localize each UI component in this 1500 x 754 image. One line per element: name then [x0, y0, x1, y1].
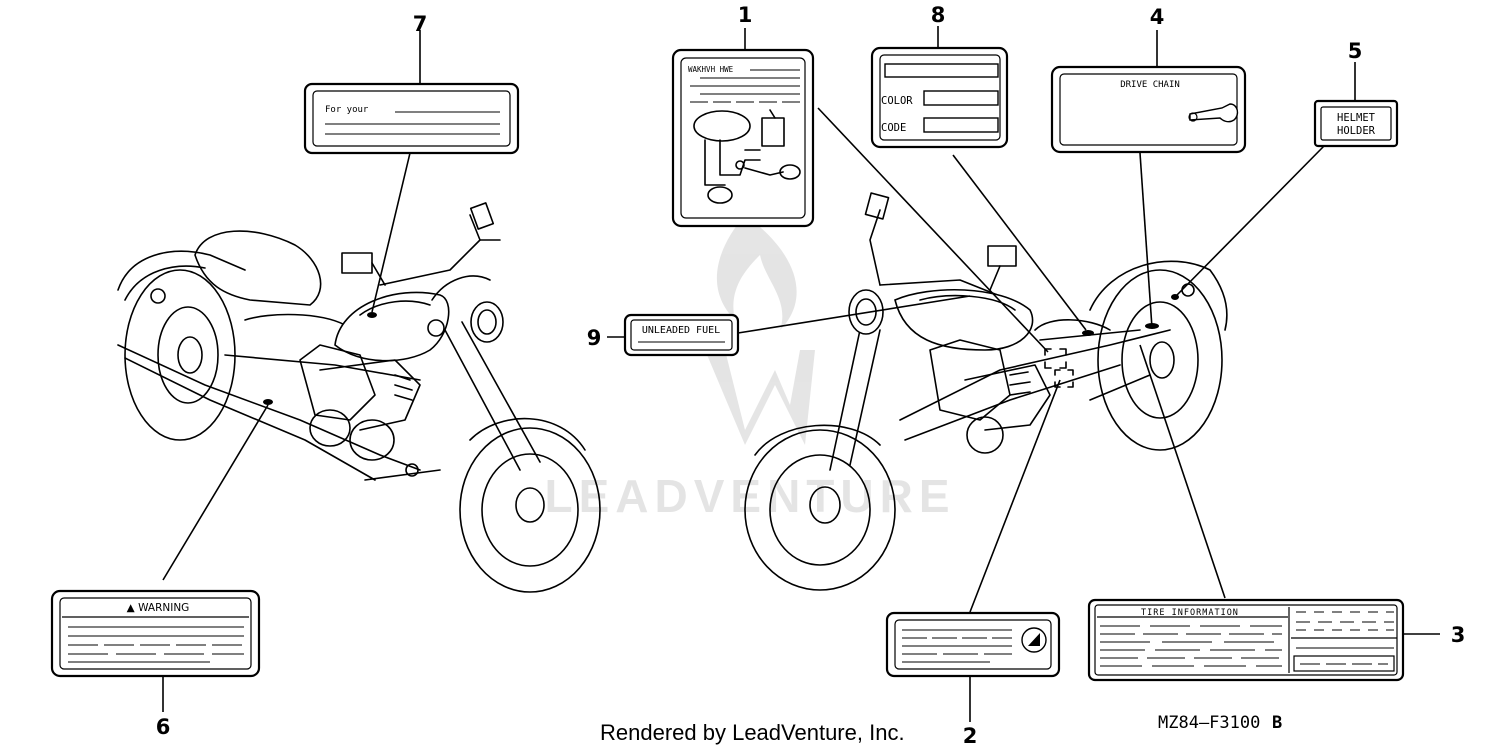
callout-numbers: 1 2 3 4 5 6 7 8 9 [156, 3, 1466, 748]
label-9-unleaded-fuel[interactable]: UNLEADED FUEL [623, 313, 740, 357]
label-1-illustration [693, 109, 801, 204]
rendered-by-credit: Rendered by LeadVenture, Inc. [600, 720, 905, 745]
label-7-text: For your [325, 105, 369, 115]
label-6-warning[interactable]: ▲ WARNING [50, 589, 261, 678]
label-1-pictogram[interactable]: WAKHVH HWE [671, 48, 815, 228]
callout-6: 6 [156, 715, 171, 739]
leader-lines [162, 26, 1440, 722]
label-5-line2: HOLDER [1337, 125, 1376, 137]
label-5-line1: HELMET [1337, 112, 1376, 124]
callout-4: 4 [1150, 5, 1165, 29]
label-3-tire-information[interactable]: TIRE INFORMATION [1087, 598, 1405, 682]
label-1-header: WAKHVH HWE [688, 65, 734, 74]
label-8-code-text: CODE [881, 122, 906, 134]
label-8-color-text: COLOR [881, 95, 913, 107]
label-4-drive-chain[interactable]: DRIVE CHAIN [1050, 65, 1247, 154]
label-6-title: ▲ WARNING [127, 602, 190, 614]
diagram-revision: B [1272, 713, 1282, 733]
callout-3: 3 [1451, 623, 1466, 647]
callout-7: 7 [413, 12, 428, 36]
label-4-title: DRIVE CHAIN [1120, 80, 1180, 90]
callout-8: 8 [931, 3, 946, 27]
label-2-caution[interactable] [885, 611, 1061, 678]
watermark-text: LEADVENTURE [544, 470, 955, 522]
watermark-logo [705, 215, 815, 445]
label-5-helmet-holder[interactable]: HELMET HOLDER [1313, 99, 1399, 148]
label-9-text: UNLEADED FUEL [642, 325, 720, 336]
label-3-title: TIRE INFORMATION [1141, 608, 1239, 618]
callout-1: 1 [738, 3, 753, 27]
diagram-code: MZ84–F3100 [1158, 713, 1260, 733]
callout-2: 2 [963, 724, 978, 748]
callout-9: 9 [587, 326, 602, 350]
label-8-color-code[interactable]: COLOR CODE [870, 46, 1009, 149]
caution-emblem-icon [1021, 627, 1047, 653]
label-7-for-your[interactable]: For your [303, 82, 520, 155]
wrench-icon [1188, 103, 1239, 123]
callout-5: 5 [1348, 39, 1363, 63]
left-motorcycle-drawing [117, 202, 601, 593]
right-motorcycle-drawing [744, 192, 1228, 591]
